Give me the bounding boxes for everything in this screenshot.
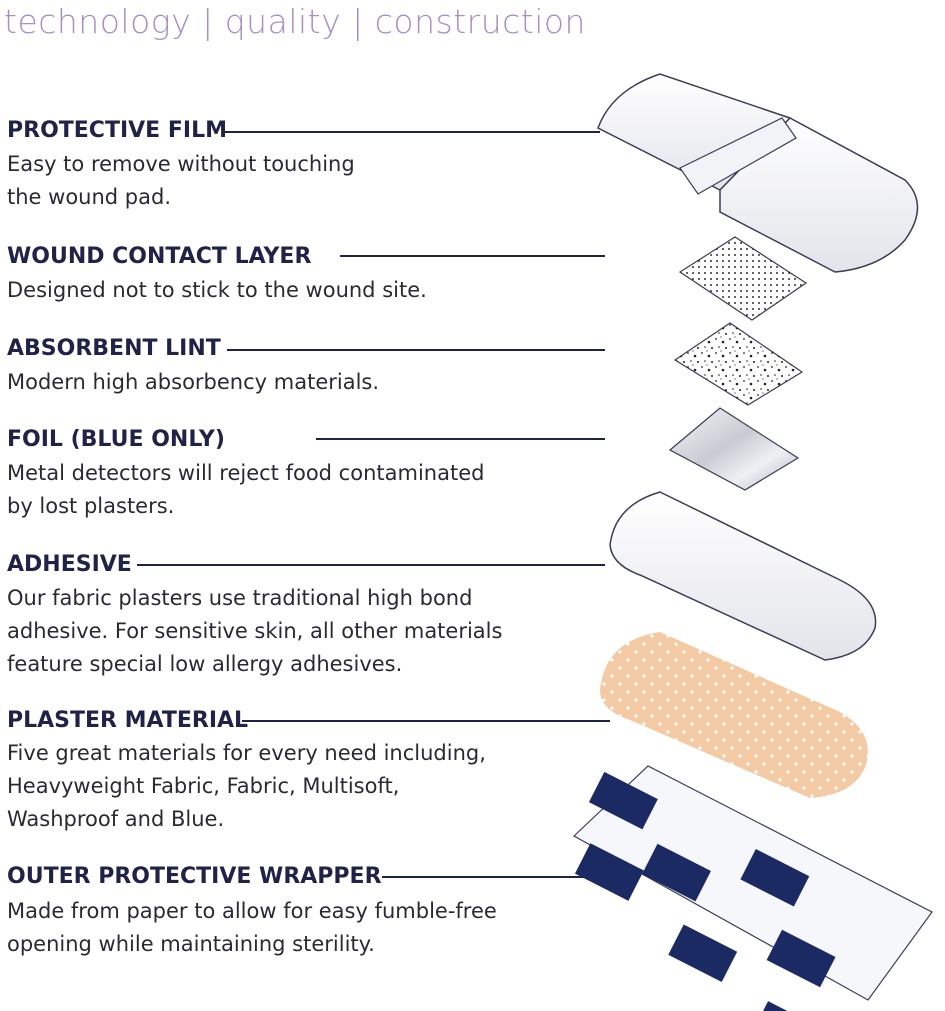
leader-line-plaster-material [242, 720, 610, 722]
layer-title-outer-protective-wrapper: OUTER PROTECTIVE WRAPPER [7, 864, 382, 889]
outer-wrapper-graphic [572, 765, 933, 1011]
layer-title-protective-film: PROTECTIVE FILM [7, 118, 227, 143]
header-word-quality: quality [224, 2, 342, 41]
leader-line-adhesive [137, 564, 605, 566]
leader-line-protective-film [222, 131, 600, 133]
layer-desc-absorbent-lint: Modern high absorbency materials. [7, 370, 380, 394]
layer-desc-adhesive: Our fabric plasters use traditional high… [7, 586, 503, 676]
leader-line-outer-protective-wrapper [382, 876, 610, 878]
layer-desc-plaster-material: Five great materials for every need incl… [7, 741, 486, 831]
leader-line-foil [316, 438, 605, 440]
header-word-construction: construction [374, 2, 586, 41]
wound-contact-layer-graphic [678, 236, 808, 321]
layer-desc-wound-contact-layer: Designed not to stick to the wound site. [7, 278, 427, 302]
layer-desc-foil: Metal detectors will reject food contami… [7, 461, 485, 518]
layer-title-wound-contact-layer: WOUND CONTACT LAYER [7, 244, 312, 269]
layer-title-absorbent-lint: ABSORBENT LINT [7, 336, 221, 361]
header-separator: | [352, 2, 364, 41]
layer-desc-protective-film: Easy to remove without touching the woun… [7, 152, 355, 209]
header-word-technology: technology [4, 2, 192, 41]
layer-desc-outer-protective-wrapper: Made from paper to allow for easy fumble… [7, 899, 497, 956]
absorbent-lint-graphic [673, 322, 804, 406]
plaster-material-graphic [600, 632, 868, 798]
protective-film-graphic [597, 73, 919, 273]
foil-graphic [668, 407, 800, 491]
header-separator: | [202, 2, 214, 41]
leader-line-absorbent-lint [227, 349, 605, 351]
layer-title-foil: FOIL (BLUE ONLY) [7, 427, 225, 452]
adhesive-graphic [609, 491, 877, 661]
layer-title-adhesive: ADHESIVE [7, 552, 132, 577]
layer-title-plaster-material: PLASTER MATERIAL [7, 708, 249, 733]
page-header: technology | quality | construction [4, 2, 586, 41]
leader-line-wound-contact-layer [340, 255, 605, 257]
